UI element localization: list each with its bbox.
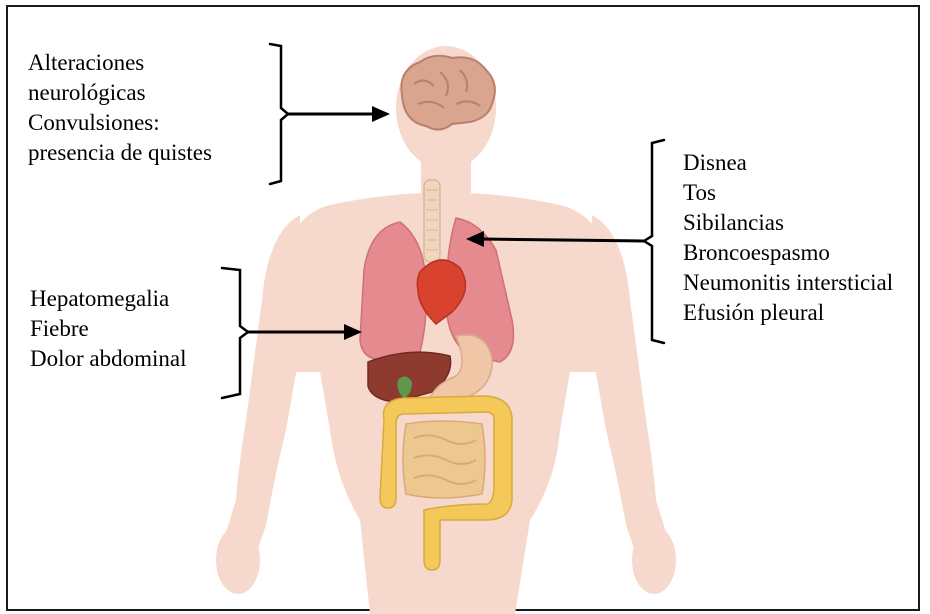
trachea-organ bbox=[424, 180, 440, 262]
lung-symptom-line: Tos bbox=[683, 178, 893, 208]
small-intestine-organ bbox=[403, 421, 485, 498]
bracket-liver-group bbox=[222, 268, 248, 398]
human-body-silhouette bbox=[216, 46, 676, 614]
brain-organ bbox=[401, 56, 495, 130]
liver-symptom-line: Hepatomegalia bbox=[30, 284, 187, 314]
lung-symptom-line: Broncoespasmo bbox=[683, 238, 893, 268]
lung-symptom-line: Disnea bbox=[683, 148, 893, 178]
brain-symptom-line: presencia de quistes bbox=[28, 138, 212, 168]
arrow-to-lungs bbox=[482, 239, 644, 241]
arrowhead-brain bbox=[372, 106, 390, 122]
liver-symptom-line: Dolor abdominal bbox=[30, 344, 187, 374]
brain-symptom-line: Convulsiones: bbox=[28, 108, 212, 138]
lung-symptom-line: Efusión pleural bbox=[683, 298, 893, 328]
lung-symptom-line: Sibilancias bbox=[683, 208, 893, 238]
lung-symptom-line: Neumonitis intersticial bbox=[683, 268, 893, 298]
liver-symptom-line: Fiebre bbox=[30, 314, 187, 344]
liver-symptoms-text: Hepatomegalia Fiebre Dolor abdominal bbox=[30, 284, 187, 374]
brain-symptom-line: Alteraciones bbox=[28, 48, 212, 78]
bracket-lung-group bbox=[644, 140, 664, 343]
lung-symptoms-text: Disnea Tos Sibilancias Broncoespasmo Neu… bbox=[683, 148, 893, 328]
brain-symptom-line: neurológicas bbox=[28, 78, 212, 108]
brain-symptoms-text: Alteraciones neurológicas Convulsiones: … bbox=[28, 48, 212, 168]
bracket-brain-group bbox=[270, 44, 288, 184]
